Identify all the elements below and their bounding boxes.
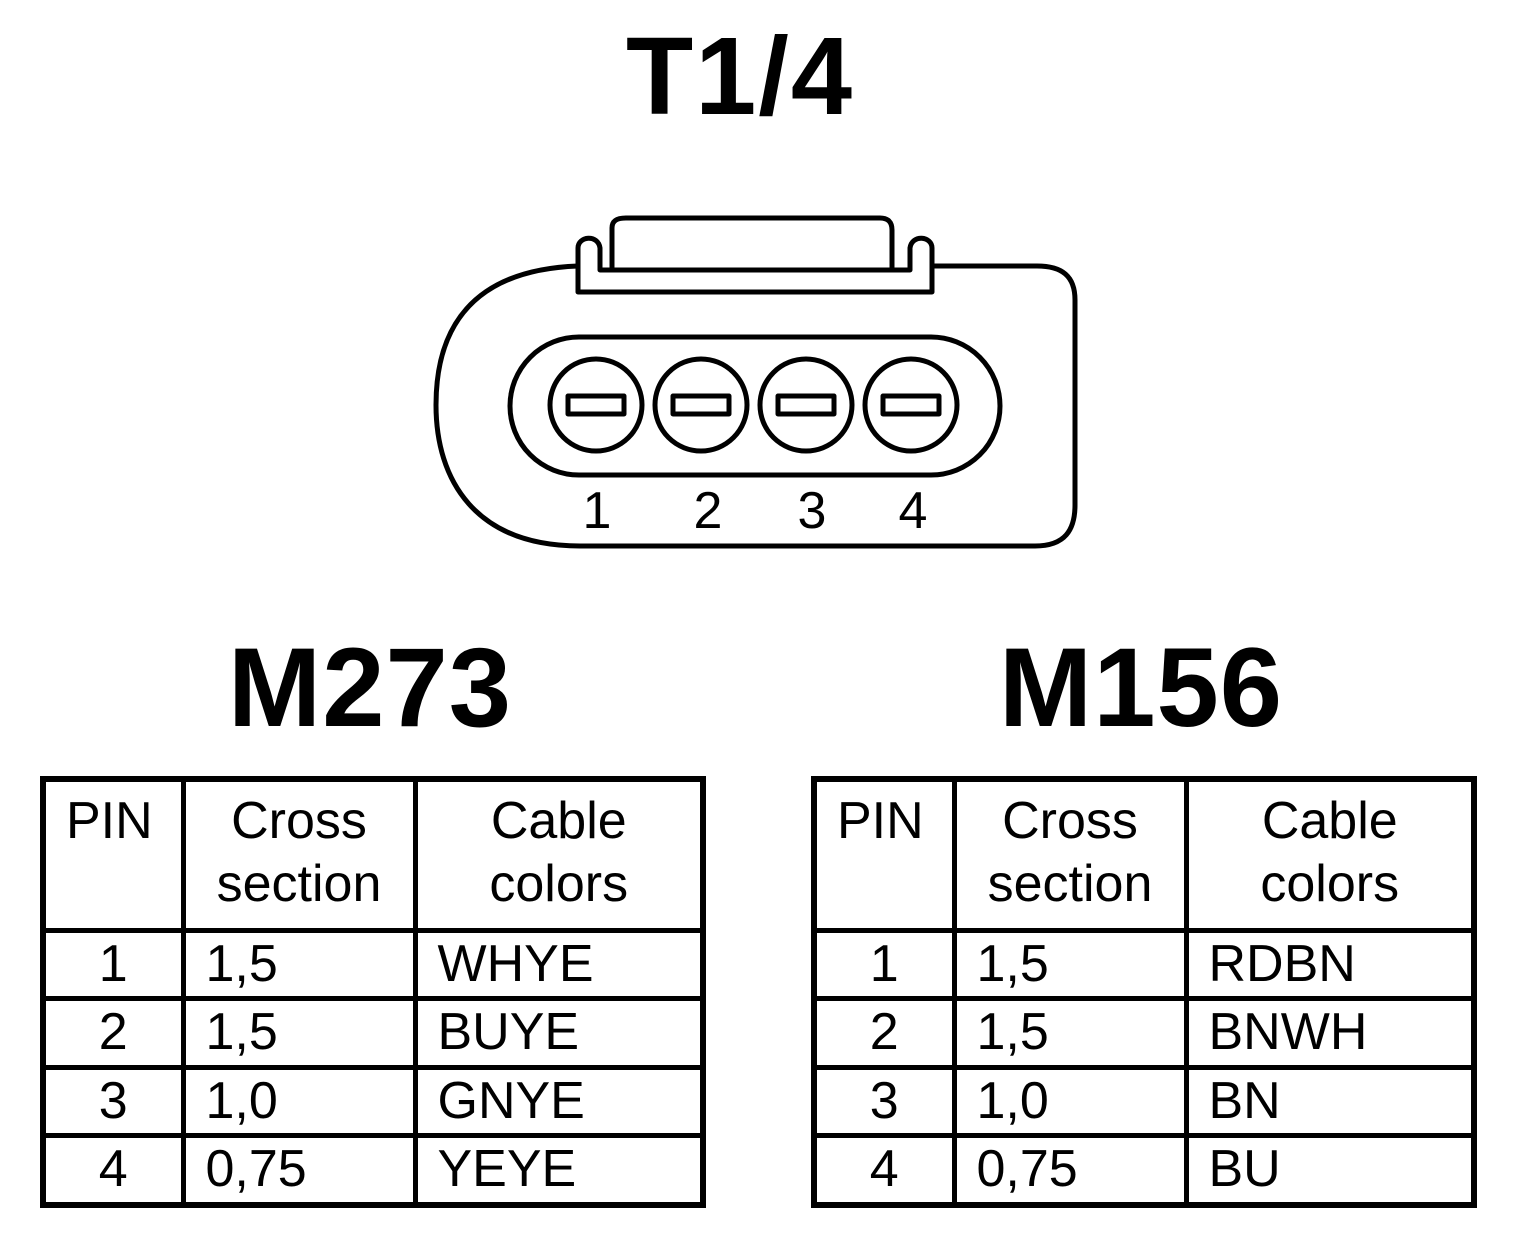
cell-cross-section: 0,75 (180, 1133, 418, 1208)
table-row: 2 1,5 BUYE (40, 996, 706, 1070)
pin-1-label: 1 (583, 482, 612, 540)
table-row: 3 1,0 GNYE (40, 1064, 706, 1139)
pin-4-label: 4 (899, 482, 928, 540)
header-cable-colors: Cable colors (1183, 776, 1477, 933)
cell-cross-section: 1,5 (180, 927, 418, 1002)
header-cable-colors: Cable colors (412, 776, 706, 933)
connector-latch-base (575, 235, 935, 295)
m273-pin-table: PIN Cross section Cable colors 1 1,5 WHY… (40, 776, 706, 1208)
connector-title: T1/4 (625, 15, 855, 138)
header-color-line1: Cable (1261, 792, 1398, 850)
header-cross-line2: section (216, 855, 382, 914)
header-cross-line1: Cross (231, 792, 367, 850)
table-row: 1 1,5 RDBN (811, 927, 1477, 1002)
table-header-row: PIN Cross section Cable colors (811, 776, 1477, 933)
cell-cable-color: BN (1183, 1064, 1477, 1139)
cell-pin: 4 (40, 1133, 186, 1208)
cell-cross-section: 0,75 (951, 1133, 1189, 1208)
cell-pin: 1 (40, 927, 186, 1002)
cell-cable-color: WHYE (412, 927, 706, 1002)
connector-latch-top (609, 215, 895, 273)
header-color-line2: colors (1260, 855, 1400, 914)
cell-cross-section: 1,5 (180, 996, 418, 1070)
header-pin: PIN (811, 776, 957, 933)
table-row: 4 0,75 YEYE (40, 1133, 706, 1208)
m273-title: M273 (227, 625, 513, 750)
cell-cable-color: BUYE (412, 996, 706, 1070)
cell-cross-section: 1,5 (951, 996, 1189, 1070)
header-cross-section: Cross section (951, 776, 1189, 933)
cell-pin: 3 (811, 1064, 957, 1139)
table-row: 3 1,0 BN (811, 1064, 1477, 1139)
cell-cable-color: YEYE (412, 1133, 706, 1208)
table-row: 4 0,75 BU (811, 1133, 1477, 1208)
header-pin-label: PIN (837, 792, 924, 850)
cell-cross-section: 1,0 (951, 1064, 1189, 1139)
table-row: 2 1,5 BNWH (811, 996, 1477, 1070)
table-header-row: PIN Cross section Cable colors (40, 776, 706, 933)
cell-pin: 1 (811, 927, 957, 1002)
pin-1-terminal (547, 356, 645, 454)
header-cross-section: Cross section (180, 776, 418, 933)
header-color-line1: Cable (490, 792, 627, 850)
connector-diagram: 1 2 3 4 (433, 215, 1078, 549)
cell-cross-section: 1,5 (951, 927, 1189, 1002)
header-pin-label: PIN (66, 792, 153, 850)
connector-housing (433, 263, 1078, 549)
pin-4-terminal (862, 356, 960, 454)
header-color-line2: colors (489, 855, 629, 914)
pin-3-terminal (757, 356, 855, 454)
cell-cross-section: 1,0 (180, 1064, 418, 1139)
cell-cable-color: GNYE (412, 1064, 706, 1139)
cell-pin: 3 (40, 1064, 186, 1139)
m156-title: M156 (998, 625, 1284, 750)
header-cross-line2: section (987, 855, 1153, 914)
pin-3-label: 3 (798, 482, 827, 540)
cell-pin: 4 (811, 1133, 957, 1208)
pin-2-terminal (652, 356, 750, 454)
m156-pin-table: PIN Cross section Cable colors 1 1,5 RDB… (811, 776, 1477, 1208)
table-row: 1 1,5 WHYE (40, 927, 706, 1002)
cell-cable-color: BU (1183, 1133, 1477, 1208)
connector-pin-cavity (507, 334, 1003, 478)
cell-pin: 2 (811, 996, 957, 1070)
cell-cable-color: RDBN (1183, 927, 1477, 1002)
cell-cable-color: BNWH (1183, 996, 1477, 1070)
cell-pin: 2 (40, 996, 186, 1070)
header-pin: PIN (40, 776, 186, 933)
header-cross-line1: Cross (1002, 792, 1138, 850)
pin-2-label: 2 (694, 482, 723, 540)
